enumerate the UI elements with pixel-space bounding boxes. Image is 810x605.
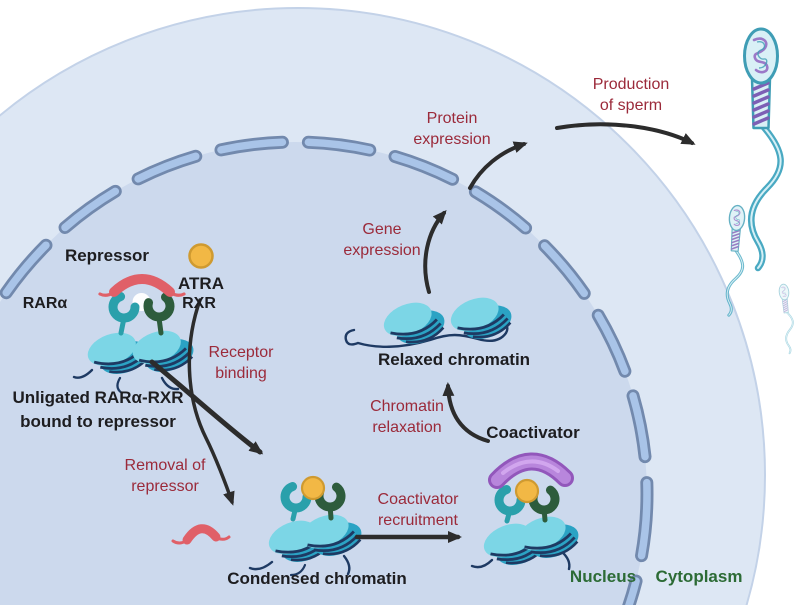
atra-label: ATRA xyxy=(178,274,224,293)
relaxation-line2: relaxation xyxy=(372,419,442,436)
coactivator-recruitment-label: Coactivator recruitment xyxy=(378,489,459,531)
atra-molecule xyxy=(300,475,326,501)
complex-to-condensed-arrow xyxy=(149,359,264,455)
production-of-sperm-arrow xyxy=(555,122,696,145)
production-of-sperm-label: Production of sperm xyxy=(593,74,670,116)
production-line1: Production xyxy=(592,76,670,93)
receptor-binding-line1: Receptor xyxy=(208,344,274,361)
removal-line2: repressor xyxy=(131,478,199,495)
removal-line1: Removal of xyxy=(124,457,206,474)
atra-removal-arrow xyxy=(187,298,235,506)
recruitment-line1: Coactivator xyxy=(377,491,459,508)
coactivator-label: Coactivator xyxy=(486,423,580,442)
coactivator-complex xyxy=(470,452,585,577)
removal-of-repressor-label: Removal of repressor xyxy=(125,455,206,497)
rar-alpha-label: RARα xyxy=(22,295,68,312)
recruitment-line2: recruitment xyxy=(377,512,459,529)
chromatin-relaxation-arrow xyxy=(442,382,490,443)
relaxed-chromatin-label: Relaxed chromatin xyxy=(377,350,531,369)
atra-molecule xyxy=(514,478,540,504)
protein-expression-line2: expression xyxy=(413,131,491,148)
unligated-complex-label: Unligated RARα-RXR bound to repressor xyxy=(12,386,183,434)
receptor-binding-line2: binding xyxy=(215,365,267,382)
relaxed-chromatin xyxy=(344,286,518,356)
atra-molecule xyxy=(188,243,214,269)
production-line2: of sperm xyxy=(599,97,663,114)
protein-expression-line1: Protein xyxy=(426,110,478,127)
sperm-cell-small xyxy=(777,282,798,355)
unligated-complex-label-line2: bound to repressor xyxy=(20,412,176,431)
rxr-label: RXR xyxy=(182,295,216,312)
receptor-binding-label: Receptor binding xyxy=(209,342,274,384)
nucleus-body xyxy=(0,142,647,605)
sperm-cell-large xyxy=(745,29,781,268)
coactivator-protein xyxy=(488,452,574,489)
protein-expression-arrow xyxy=(468,141,528,190)
repressor-protein xyxy=(98,274,186,297)
cytoplasm-compartment-label: Cytoplasm xyxy=(655,567,743,586)
nucleus-compartment-label: Nucleus xyxy=(569,567,637,586)
repressor-label: Repressor xyxy=(64,246,150,265)
unligated-complex xyxy=(72,274,200,395)
chromatin-relaxation-label: Chromatin relaxation xyxy=(370,396,444,438)
protein-expression-label: Protein expression xyxy=(413,108,490,150)
condensed-chromatin-complex xyxy=(248,475,368,577)
relaxation-line1: Chromatin xyxy=(370,398,444,415)
released-repressor xyxy=(171,524,231,545)
gene-expression-label: Gene expression xyxy=(343,219,420,261)
condensed-chromatin-label: Condensed chromatin xyxy=(227,569,407,588)
gene-expression-line2: expression xyxy=(343,242,421,259)
gene-expression-line1: Gene xyxy=(362,221,402,238)
gene-expression-arrow xyxy=(423,210,447,294)
unligated-complex-label-line1: Unligated RARα-RXR xyxy=(12,388,184,407)
nuclear-envelope xyxy=(0,135,654,605)
